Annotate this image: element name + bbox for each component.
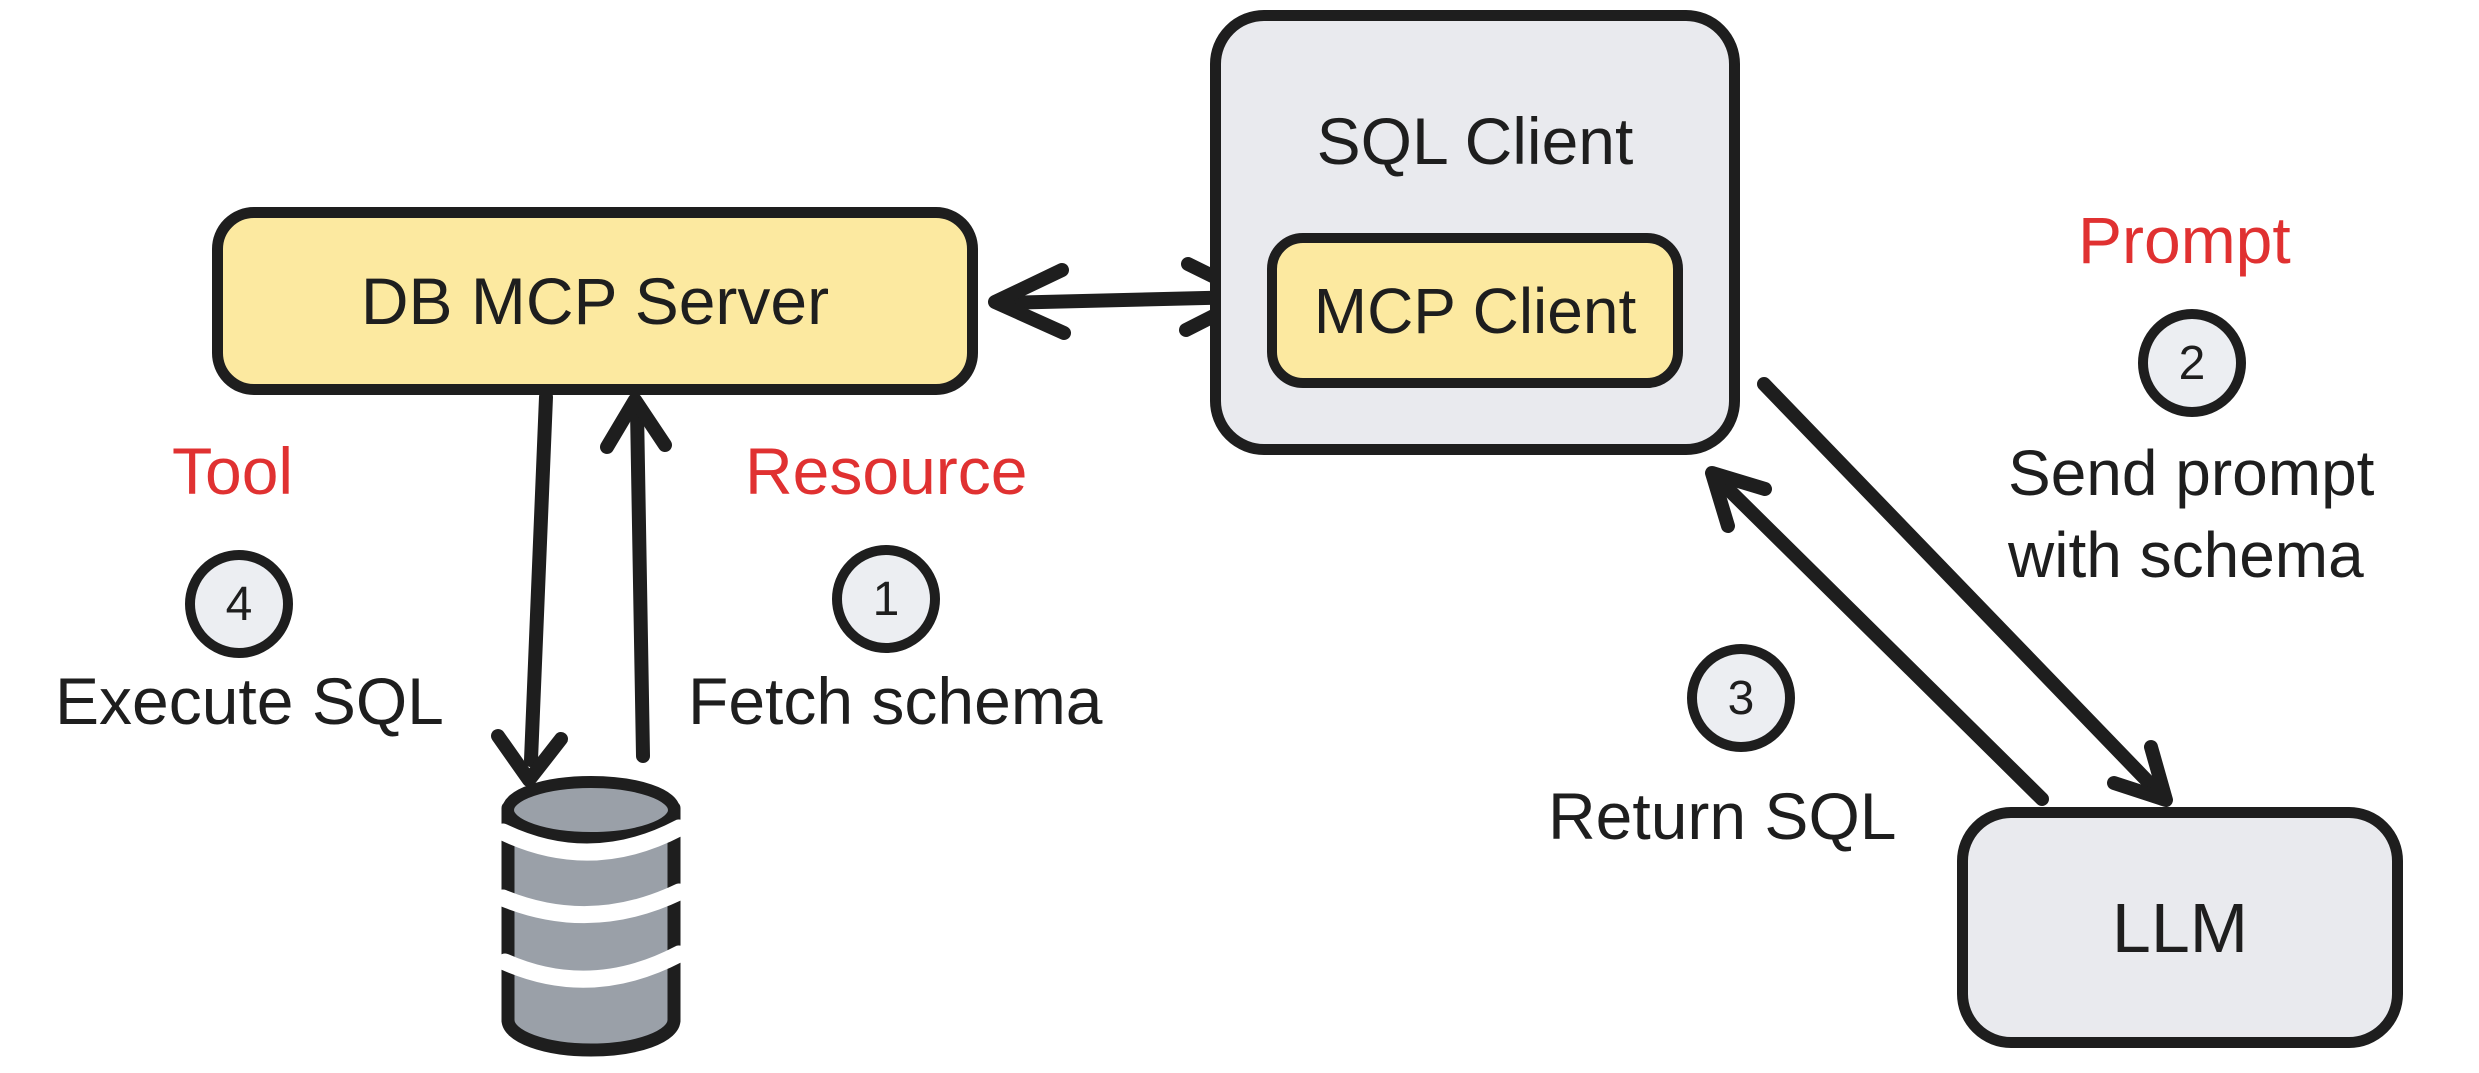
step-1-number: 1	[872, 572, 900, 626]
resource-annotation: Resource	[745, 434, 1028, 508]
sql-client-label: SQL Client	[1316, 104, 1634, 178]
db-mcp-server-node: DB MCP Server	[212, 207, 978, 395]
llm-label: LLM	[2111, 888, 2249, 967]
fetch-schema-caption: Fetch schema	[688, 664, 1103, 738]
step-3-badge: 3	[1687, 644, 1795, 752]
send-prompt-caption-line1: Send prompt	[2008, 437, 2375, 509]
execute-sql-caption: Execute SQL	[55, 664, 444, 738]
mcp-client-label: MCP Client	[1313, 274, 1637, 347]
step-3-number: 3	[1727, 671, 1755, 725]
send-prompt-caption: Send prompt with schema	[2008, 432, 2374, 596]
tool-annotation: Tool	[172, 434, 294, 508]
step-4-number: 4	[225, 577, 253, 631]
arrow-return-sql	[1705, 466, 2049, 806]
arrow-down-to-database	[491, 390, 568, 787]
step-4-badge: 4	[185, 550, 293, 658]
step-1-badge: 1	[832, 545, 940, 653]
step-2-badge: 2	[2138, 309, 2246, 417]
database-cylinder-icon	[495, 776, 687, 1057]
prompt-annotation: Prompt	[2078, 203, 2291, 277]
step-2-number: 2	[2178, 336, 2206, 390]
db-mcp-server-label: DB MCP Server	[360, 264, 830, 338]
llm-node: LLM	[1957, 807, 2403, 1048]
arrow-up-from-database	[600, 393, 672, 763]
mcp-client-node: MCP Client	[1267, 233, 1683, 388]
return-sql-caption: Return SQL	[1548, 779, 1897, 853]
send-prompt-caption-line2: with schema	[2008, 519, 2364, 591]
